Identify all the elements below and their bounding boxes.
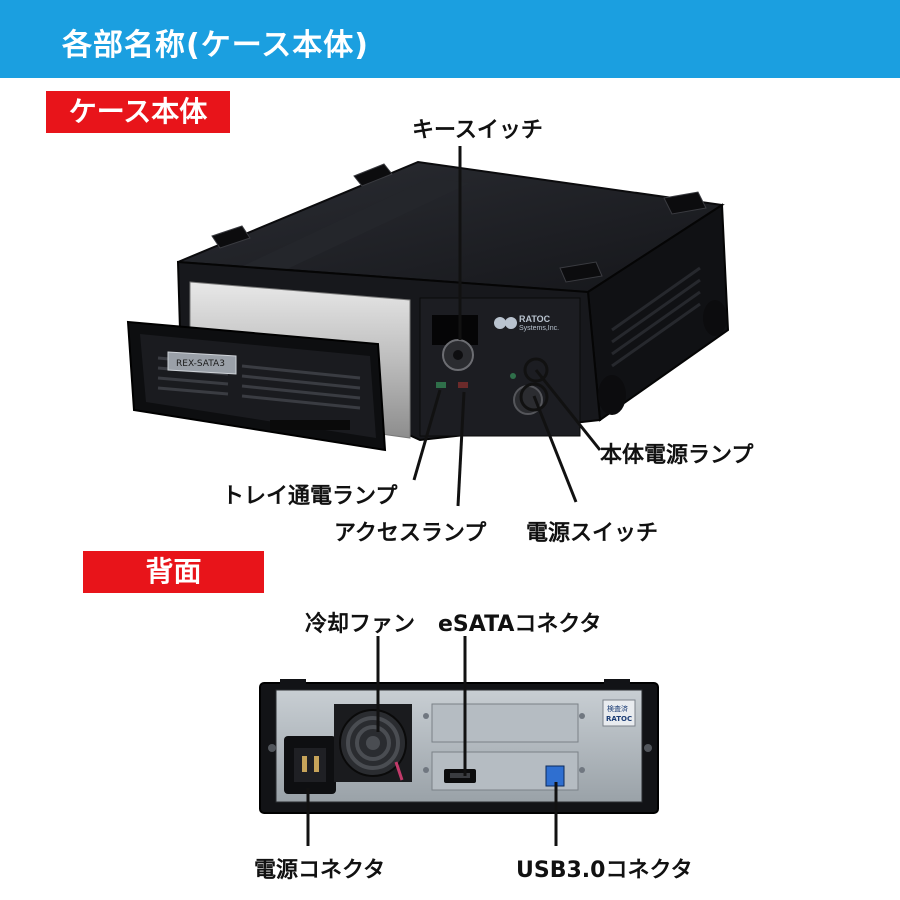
callout-power-lamp: 本体電源ランプ — [600, 443, 754, 468]
brand-sub: Systems,Inc. — [519, 325, 560, 332]
brand-logo-text: RATOC Systems,Inc. — [519, 315, 559, 333]
callout-usb-connector: USB3.0コネクタ — [516, 858, 693, 883]
header-bar: 各部名称(ケース本体) — [0, 0, 900, 78]
fan-icon — [334, 704, 412, 782]
rear-sticker-top: 検査済 — [607, 704, 628, 713]
case-front-view: REX-SATA3 — [126, 160, 730, 452]
callout-power-switch: 電源スイッチ — [526, 521, 659, 546]
callout-esata-connector: eSATAコネクタ — [438, 612, 602, 637]
callout-power-connector: 電源コネクタ — [254, 858, 386, 883]
svg-text:RATOC: RATOC — [606, 715, 632, 723]
svg-text:REX-SATA3: REX-SATA3 — [176, 359, 225, 369]
section-label-back: 背面 — [83, 551, 264, 593]
page-title: 各部名称(ケース本体) — [62, 28, 369, 63]
access-lamp — [458, 382, 468, 388]
callout-tray-power-lamp: トレイ通電ランプ — [222, 484, 398, 509]
callout-access-lamp: アクセスランプ — [334, 521, 487, 546]
brand-name: RATOC — [519, 314, 551, 324]
callout-cooling-fan: 冷却ファン — [305, 612, 416, 637]
power-lamp — [510, 373, 516, 379]
section-label-case: ケース本体 — [46, 91, 230, 133]
case-back-view: 検査済 RATOC — [259, 679, 659, 814]
callout-key-switch: キースイッチ — [412, 118, 543, 143]
tray-power-lamp — [436, 382, 446, 388]
